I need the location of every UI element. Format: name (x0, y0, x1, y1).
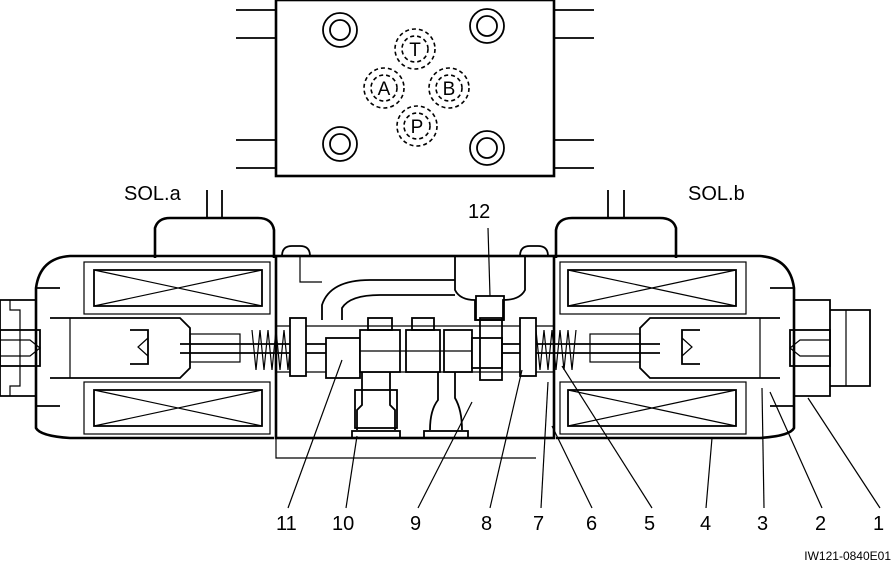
callout-11: 11 (276, 513, 297, 535)
valve-cross-section (0, 190, 871, 459)
solenoid-a-label: SOL.a (124, 183, 182, 205)
callout-3: 3 (757, 513, 768, 535)
bolt-hole-bottom-right (469, 130, 505, 166)
port-p-label: P (411, 117, 424, 138)
spring-right (519, 317, 577, 377)
spring-left (251, 317, 307, 377)
callout-7: 7 (533, 513, 544, 535)
solenoid-a (0, 254, 274, 440)
callout-9: 9 (410, 513, 421, 535)
leader-lines (287, 227, 881, 509)
port-a-label: A (378, 79, 391, 100)
port-t: T (394, 28, 436, 70)
callout-2: 2 (815, 513, 826, 535)
callout-4: 4 (700, 513, 711, 535)
port-b-label: B (443, 79, 456, 100)
port-channel-left (354, 372, 398, 430)
callout-12: 12 (468, 201, 490, 223)
port-p: P (396, 105, 438, 147)
bolt-hole-bottom-left (322, 126, 358, 162)
bolt-hole-top-right (469, 8, 505, 44)
solenoid-b-label: SOL.b (688, 183, 745, 205)
port-t-label: T (409, 40, 421, 61)
callout-6: 6 (586, 513, 597, 535)
callout-8: 8 (481, 513, 492, 535)
port-plate: T A B P (236, 0, 594, 178)
solenoid-b (556, 254, 871, 440)
callout-10: 10 (332, 513, 354, 535)
callout-labels: 12 11 10 9 8 7 6 5 4 3 2 1 (276, 201, 884, 535)
port-a: A (363, 67, 405, 109)
callout-1: 1 (873, 513, 884, 535)
port-channel-right (429, 372, 463, 431)
figure-code: IW121-0840E01 (804, 549, 891, 563)
bolt-hole-top-left (322, 12, 358, 48)
spool (325, 317, 503, 381)
callout-5: 5 (644, 513, 655, 535)
valve-body (274, 245, 556, 440)
port-b: B (428, 67, 470, 109)
